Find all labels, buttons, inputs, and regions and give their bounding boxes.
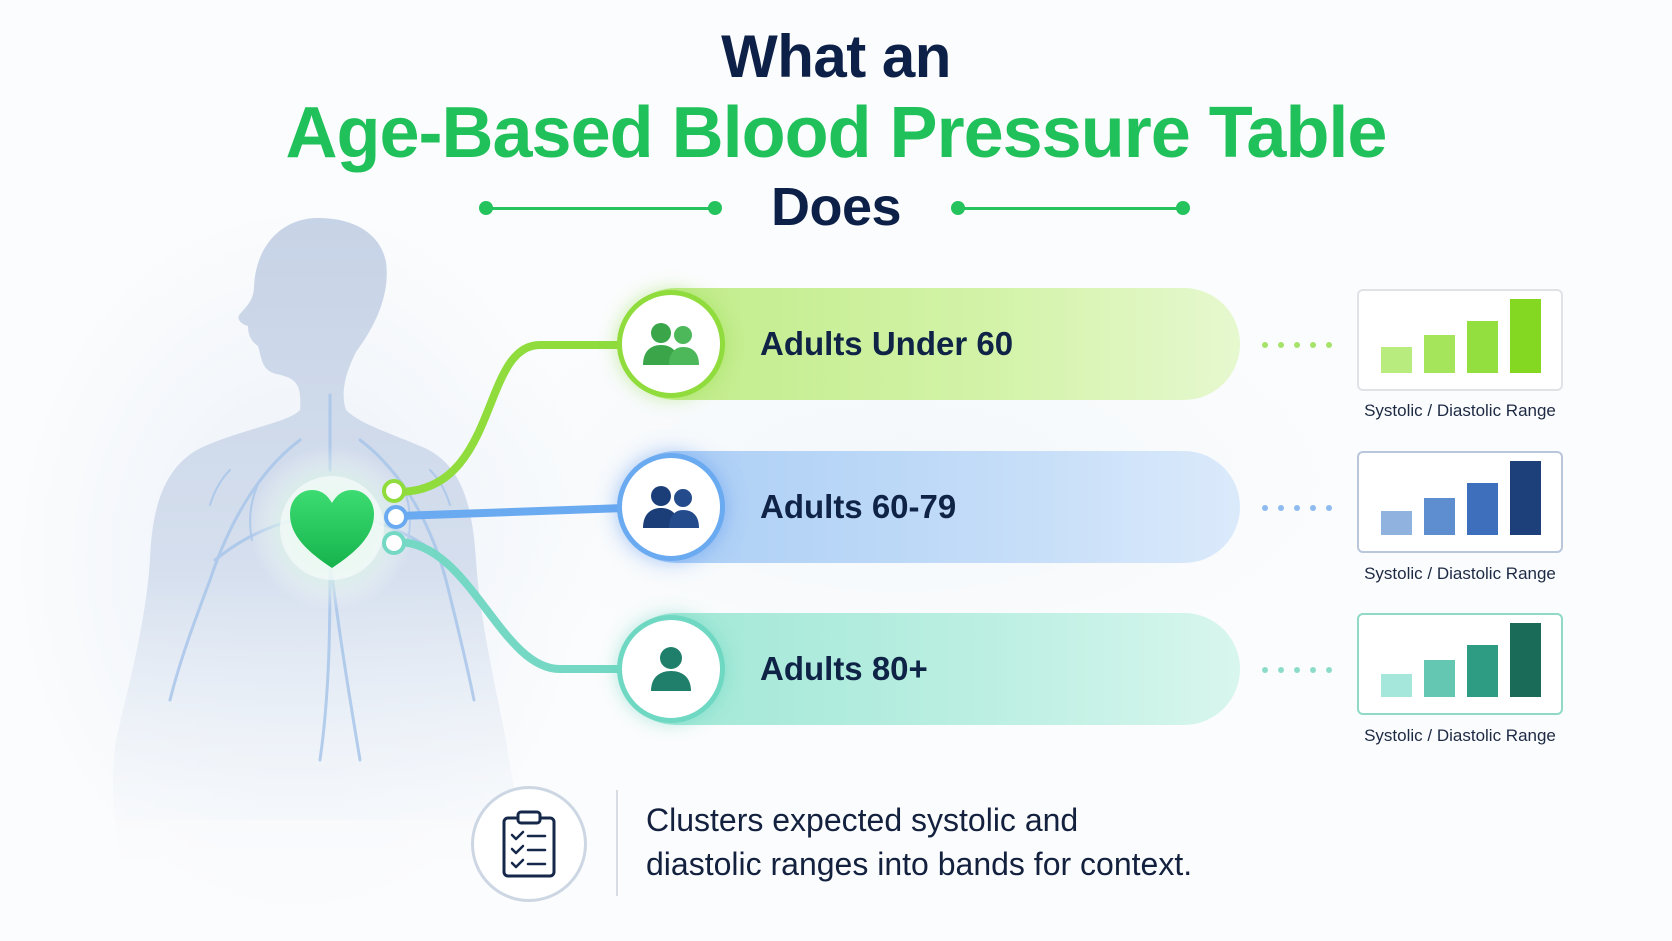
group-label: Adults 60-79 xyxy=(760,488,957,525)
title-line-2: Age-Based Blood Pressure Table xyxy=(285,93,1388,173)
range-chart-label: Systolic / Diastolic Range xyxy=(1364,401,1556,420)
range-bar xyxy=(1467,483,1498,535)
title-decoration-line-left xyxy=(486,207,711,210)
range-bar xyxy=(1510,299,1541,373)
range-bar xyxy=(1510,623,1541,697)
group-icon-circle xyxy=(617,453,725,561)
clipboard-icon-circle xyxy=(471,786,587,902)
clipboard-checklist-icon xyxy=(502,810,556,878)
range-chart-label: Systolic / Diastolic Range xyxy=(1364,726,1556,745)
range-chart-card-60-79 xyxy=(1357,451,1563,553)
connector-nodes xyxy=(382,479,408,555)
group-label: Adults Under 60 xyxy=(760,325,1014,362)
description-divider xyxy=(616,790,618,896)
group-label: Adults 80+ xyxy=(760,650,928,687)
range-bar xyxy=(1424,660,1455,697)
title-line-3: Does xyxy=(770,177,902,237)
title-decoration-line-right xyxy=(958,207,1183,210)
range-bar xyxy=(1381,674,1412,697)
heart-icon xyxy=(250,446,414,610)
range-bar xyxy=(1467,645,1498,697)
group-icon-circle xyxy=(617,615,725,723)
range-bar xyxy=(1381,347,1412,373)
two-people-icon xyxy=(643,486,699,528)
range-bar xyxy=(1467,321,1498,373)
person-icon xyxy=(651,647,691,691)
title-line-1: What an xyxy=(721,23,951,90)
dotted-connector xyxy=(1262,505,1342,511)
description-text: Clusters expected systolic and diastolic… xyxy=(646,798,1406,886)
range-bar xyxy=(1424,498,1455,535)
group-icon-circle xyxy=(617,290,725,398)
range-bar xyxy=(1510,461,1541,535)
title-decoration-dot-right xyxy=(1176,201,1190,215)
dotted-connector xyxy=(1262,342,1342,348)
dotted-connector xyxy=(1262,667,1342,673)
range-bar xyxy=(1424,335,1455,373)
description-line-2: diastolic ranges into bands for context. xyxy=(646,846,1193,882)
description-line-1: Clusters expected systolic and xyxy=(646,802,1079,838)
connector-lines xyxy=(394,341,629,673)
title-decoration-dot-inner-left xyxy=(708,201,722,215)
range-chart-card-under-60 xyxy=(1357,289,1563,391)
range-chart-label: Systolic / Diastolic Range xyxy=(1364,564,1556,583)
range-bar xyxy=(1381,511,1412,535)
two-people-icon xyxy=(643,323,699,365)
range-chart-card-80-plus xyxy=(1357,613,1563,715)
